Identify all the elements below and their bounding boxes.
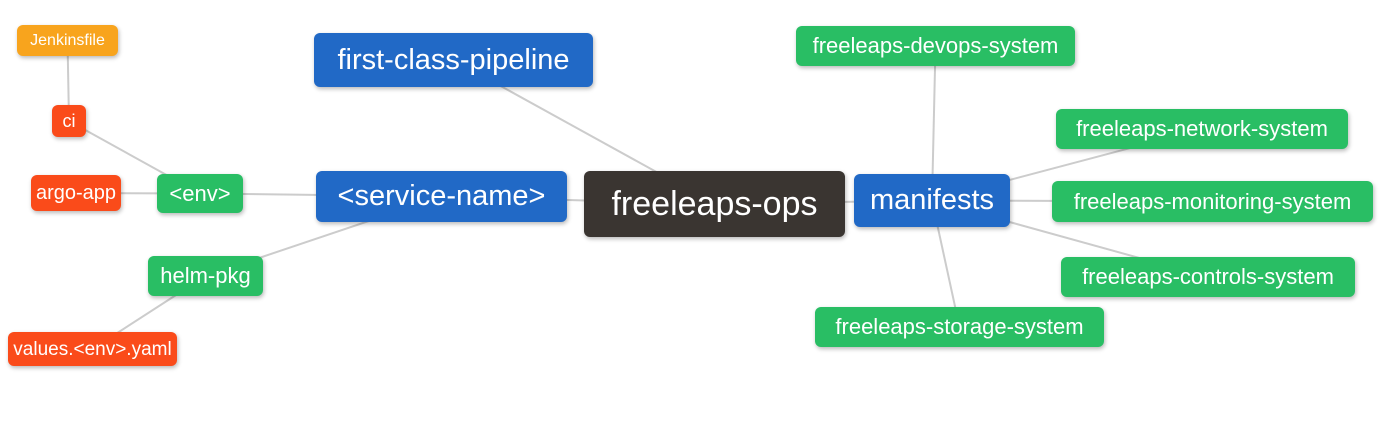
node-values-env-yaml[interactable]: values.<env>.yaml [8,332,177,366]
node-monitoring-system[interactable]: freeleaps-monitoring-system [1052,181,1373,222]
node-first-class-pipeline[interactable]: first-class-pipeline [314,33,593,87]
node-freeleaps-ops[interactable]: freeleaps-ops [584,171,845,237]
node-network-system[interactable]: freeleaps-network-system [1056,109,1348,149]
node-ci[interactable]: ci [52,105,86,137]
node-helm-pkg[interactable]: helm-pkg [148,256,263,296]
node-controls-system[interactable]: freeleaps-controls-system [1061,257,1355,297]
node-jenkinsfile[interactable]: Jenkinsfile [17,25,118,56]
node-env[interactable]: <env> [157,174,243,213]
node-manifests[interactable]: manifests [854,174,1010,227]
node-devops-system[interactable]: freeleaps-devops-system [796,26,1075,66]
node-argo-app[interactable]: argo-app [31,175,121,211]
node-storage-system[interactable]: freeleaps-storage-system [815,307,1104,347]
node-service-name[interactable]: <service-name> [316,171,567,222]
